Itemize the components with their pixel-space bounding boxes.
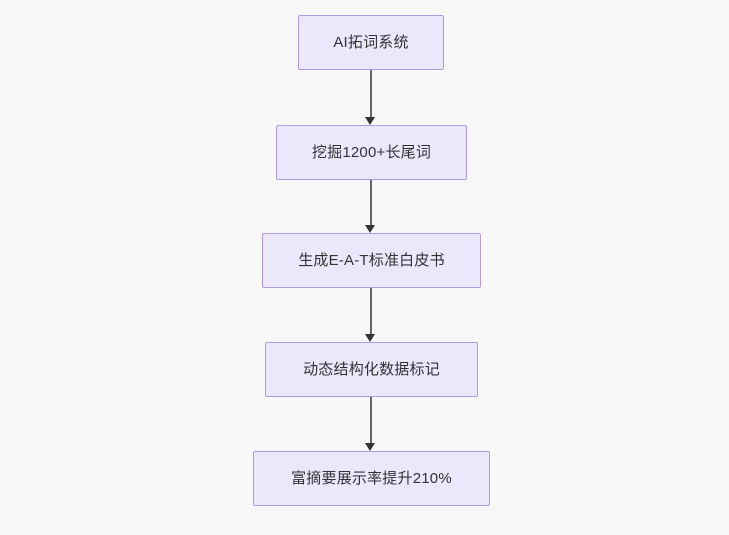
flow-node-label: 挖掘1200+长尾词 (311, 143, 432, 161)
flow-node-label: 生成E-A-T标准白皮书 (298, 251, 445, 269)
flow-edge-n4-n5 (370, 397, 372, 443)
flow-node-rich-snippet-uplift[interactable]: 富摘要展示率提升210% (253, 451, 490, 506)
flow-arrowhead-n1-n2 (364, 117, 375, 125)
flow-arrowhead-n2-n3 (364, 225, 375, 233)
flow-node-ai-keyword-system[interactable]: AI拓词系统 (298, 15, 444, 70)
flow-arrowhead-n3-n4 (364, 334, 375, 342)
flow-edge-n2-n3 (370, 180, 372, 225)
flow-node-longtail-keywords[interactable]: 挖掘1200+长尾词 (276, 125, 467, 180)
flow-arrowhead-n4-n5 (364, 443, 375, 451)
flow-edge-n1-n2 (370, 70, 372, 117)
flow-node-label: 富摘要展示率提升210% (291, 469, 452, 487)
flow-node-structured-data-markup[interactable]: 动态结构化数据标记 (265, 342, 478, 397)
flow-node-label: 动态结构化数据标记 (303, 360, 440, 378)
flow-edge-n3-n4 (370, 288, 372, 334)
flow-node-eat-whitepaper[interactable]: 生成E-A-T标准白皮书 (262, 233, 481, 288)
flow-node-label: AI拓词系统 (333, 33, 409, 51)
